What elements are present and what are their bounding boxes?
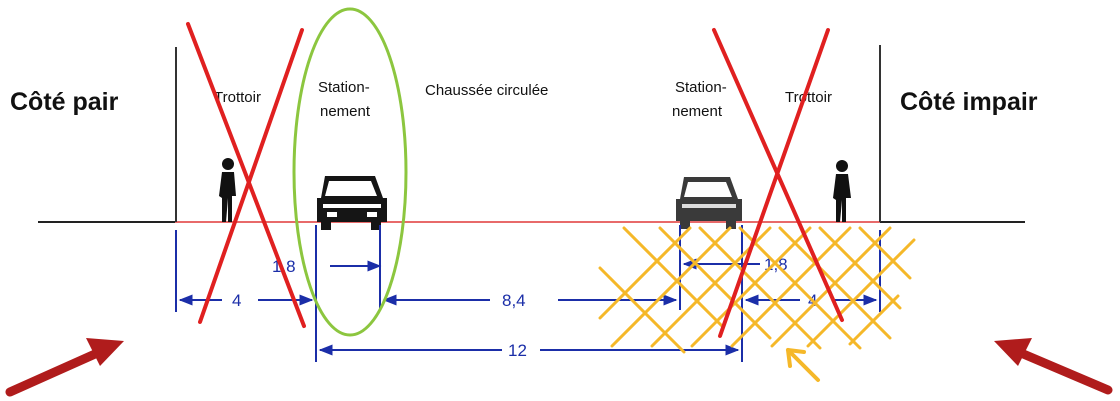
parking-highlight-ellipse xyxy=(292,7,408,337)
left-side-label: Côté pair xyxy=(10,88,119,116)
pedestrian-icon xyxy=(219,158,236,222)
dimension-sidewalk-left: 4 xyxy=(232,291,241,310)
stationnement-left-label-1: Station- xyxy=(318,79,370,96)
hatch-overlay xyxy=(598,226,916,354)
orange-arrow-icon xyxy=(786,348,820,382)
red-arrow-icon xyxy=(5,338,124,397)
trottoir-left-label: Trottoir xyxy=(214,89,261,106)
trottoir-right-label: Trottoir xyxy=(785,89,832,106)
chaussee-label: Chaussée circulée xyxy=(425,82,548,99)
car-front-icon xyxy=(317,176,387,230)
right-side-label: Côté impair xyxy=(900,88,1038,116)
red-x-mark xyxy=(712,28,844,338)
stationnement-right-label-2: nement xyxy=(672,103,723,120)
stationnement-right-label-1: Station- xyxy=(675,79,727,96)
pedestrian-icon xyxy=(833,160,851,222)
red-x-mark xyxy=(186,22,306,328)
dimension-total: 12 xyxy=(508,341,527,360)
car-front-icon xyxy=(676,177,742,229)
dimension-roadway: 8,4 xyxy=(502,291,526,310)
red-arrow-icon xyxy=(994,338,1113,395)
stationnement-left-label-2: nement xyxy=(320,103,371,120)
dimension-lines xyxy=(175,225,881,362)
